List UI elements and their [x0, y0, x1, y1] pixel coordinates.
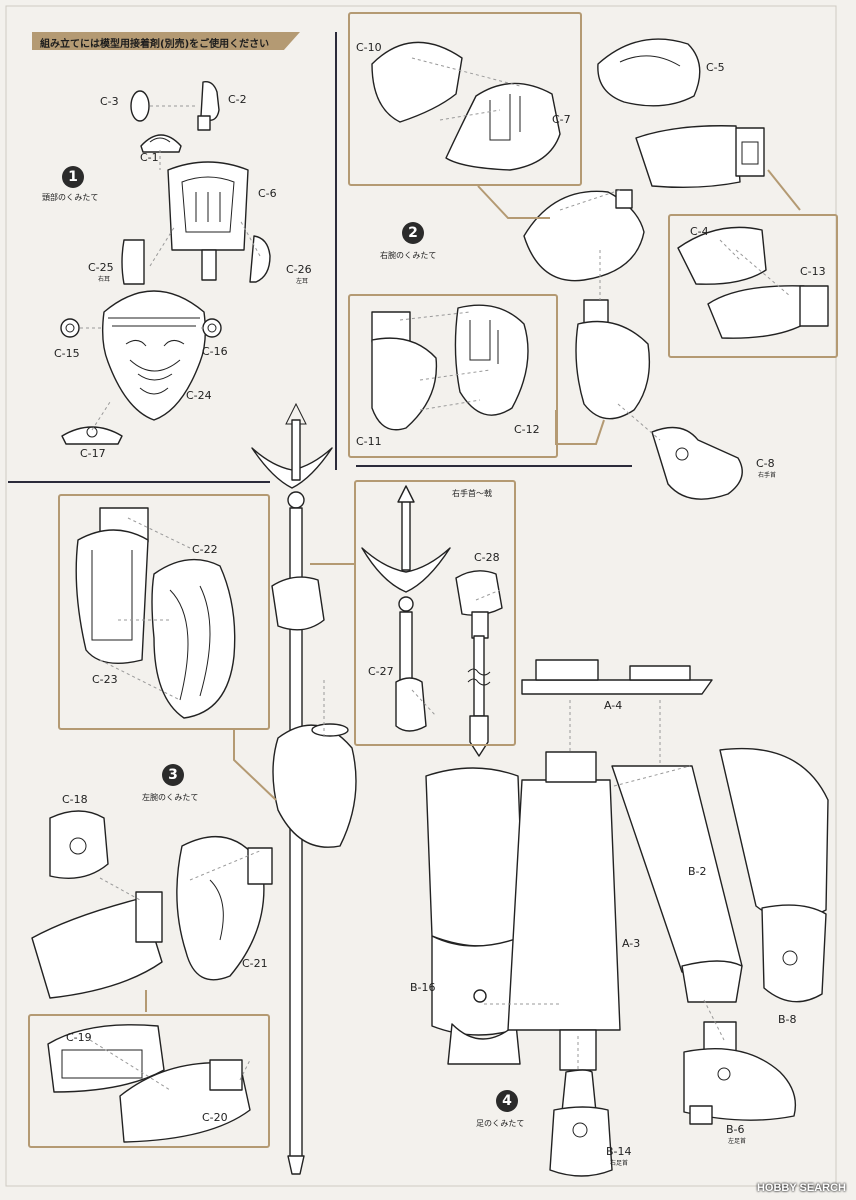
frame-c11-c12: [348, 294, 558, 458]
step-4-badge: 4: [496, 1090, 518, 1112]
part-label-b2: B-2: [688, 865, 707, 878]
frame-c22-c23: [58, 494, 270, 730]
part-label-a3: A-3: [622, 937, 641, 950]
part-label-c13: C-13: [800, 265, 826, 278]
left-arm-parts: [31, 402, 357, 1175]
part-label-c1: C-1: [140, 151, 159, 164]
right-arm-parts: [371, 38, 829, 500]
glue-notice-text: 組み立てには模型用接着剤(別売)をご使用ください: [40, 39, 270, 50]
hobby-search-watermark: HOBBY SEARCH: [756, 1182, 846, 1194]
part-label-c23: C-23: [92, 673, 118, 686]
page-border: [5, 5, 837, 1187]
part-label-b16: B-16: [410, 981, 436, 994]
part-label-c27: C-27: [368, 665, 394, 678]
note-wrist-to-spear: 右手首～戟: [452, 489, 492, 498]
step-3-title: 左腕のくみたて: [142, 793, 199, 802]
frame-c4-c13: [668, 214, 838, 358]
part-label-c28: C-28: [474, 551, 500, 564]
part-label-c6: C-6: [258, 187, 277, 200]
frame-c19-c20: [28, 1014, 270, 1148]
step-1-badge: 1: [62, 166, 84, 188]
part-label-c11: C-11: [356, 435, 382, 448]
part-label-c21: C-21: [242, 957, 268, 970]
connector-c10-c7: [477, 185, 550, 219]
glue-notice-banner: [32, 32, 300, 50]
part-sub-c26: 左耳: [296, 278, 309, 285]
part-label-c20: C-20: [202, 1111, 228, 1124]
part-sub-c25: 右耳: [98, 276, 111, 283]
step-2-badge: 2: [402, 222, 424, 244]
step-3-badge: 3: [162, 764, 184, 786]
step-1-title: 頭部のくみたて: [42, 193, 99, 202]
part-label-c16: C-16: [202, 345, 228, 358]
part-label-c18: C-18: [62, 793, 88, 806]
step-2-title: 右腕のくみたて: [380, 251, 437, 260]
part-sub-b14: 右足首: [610, 1160, 629, 1167]
part-label-c10: C-10: [356, 41, 382, 54]
part-label-b14: B-14: [606, 1145, 632, 1158]
part-label-c12: C-12: [514, 423, 540, 436]
connector-c5: [767, 169, 801, 211]
part-sub-c8: 右手首: [758, 472, 777, 479]
part-label-c8: C-8: [756, 457, 775, 470]
part-label-c5: C-5: [706, 61, 725, 74]
part-label-c25: C-25: [88, 261, 114, 274]
part-sub-b6: 左足首: [728, 1138, 747, 1145]
part-label-c7: C-7: [552, 113, 571, 126]
part-label-c24: C-24: [186, 389, 212, 402]
step-4-title: 足のくみたて: [476, 1119, 525, 1128]
part-label-c17: C-17: [80, 447, 106, 460]
part-label-c26: C-26: [286, 263, 312, 276]
frame-c27-c28: [354, 480, 516, 746]
part-label-b6: B-6: [726, 1123, 745, 1136]
frame-c10-c7: [348, 12, 582, 186]
connector-c22-c23: [233, 730, 277, 801]
part-label-c4: C-4: [690, 225, 709, 238]
part-label-a4: A-4: [604, 699, 623, 712]
part-label-b8: B-8: [778, 1013, 797, 1026]
part-label-c3: C-3: [100, 95, 119, 108]
head-parts: [60, 81, 271, 445]
part-label-c22: C-22: [192, 543, 218, 556]
leg-parts: [425, 659, 829, 1177]
part-label-c15: C-15: [54, 347, 80, 360]
part-label-c19: C-19: [66, 1031, 92, 1044]
spear-hand-parts: [361, 485, 503, 757]
part-label-c2: C-2: [228, 93, 247, 106]
